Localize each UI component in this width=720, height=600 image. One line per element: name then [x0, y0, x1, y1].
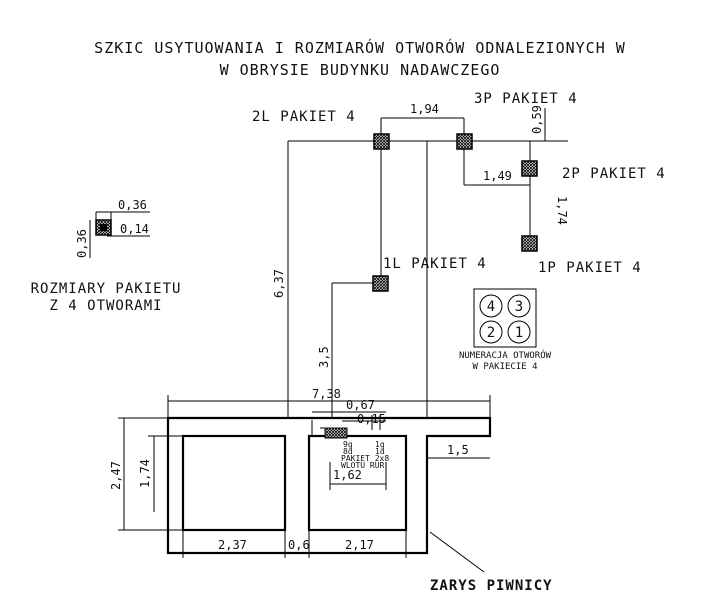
- dim-06: 0,6: [288, 538, 310, 552]
- numbering-label-2: 2: [487, 325, 495, 341]
- dim-149: 1,49: [483, 169, 512, 183]
- numbering-hole-4: [479, 294, 503, 318]
- dim-059: 0,59: [530, 105, 544, 134]
- label-2l-pakiet: 2L PAKIET 4: [252, 109, 356, 125]
- dim-247: 2,47: [109, 461, 123, 490]
- label-3p-pakiet: 3P PAKIET 4: [474, 91, 578, 107]
- zarys-leader-line: [429, 531, 485, 573]
- dim-738: 7,38: [312, 387, 341, 401]
- title-line-2: W OBRYSIE BUDYNKU NADAWCZEGO: [220, 61, 501, 79]
- packet-1l-marker: [372, 275, 389, 292]
- basement-outline: [166, 416, 492, 555]
- inlet-packet-marker: [324, 427, 348, 439]
- inlet-mark-1d: 1d: [375, 447, 385, 456]
- dim-35: 3,5: [317, 346, 331, 368]
- packet-3p-marker: [456, 133, 473, 150]
- numbering-hole-3: [507, 294, 531, 318]
- inlet-mark-8d: 8d: [343, 447, 353, 456]
- label-1l-pakiet: 1L PAKIET 4: [383, 256, 487, 272]
- inlet-mark-1g: 1g: [375, 440, 385, 449]
- dim-174: 1,74: [555, 196, 569, 225]
- left-room: [181, 434, 287, 532]
- legend-dim-inner: 0,14: [120, 222, 149, 236]
- dim-194: 1,94: [410, 102, 439, 116]
- legend-title-line-2: Z 4 OTWORAMI: [49, 298, 162, 314]
- legend-dim-outer: 0,36: [118, 198, 147, 212]
- legend-dim-vert: 0,36: [75, 229, 89, 258]
- zarys-label: ZARYS PIWNICY: [430, 578, 553, 594]
- dim-637: 6,37: [272, 269, 286, 298]
- dim-15: 1,5: [447, 443, 469, 457]
- legend-title-line-1: ROZMIARY PAKIETU: [31, 281, 182, 297]
- numbering-hole-1: [507, 320, 531, 344]
- dim-067: 0,67: [346, 398, 375, 412]
- packet-2l-marker: [373, 133, 390, 150]
- packet-1p-marker: [521, 235, 538, 252]
- numbering-label-3: 3: [515, 299, 523, 315]
- inlet-mark-9g: 9g: [343, 440, 353, 449]
- inlet-label-b: WLOTU RUR: [341, 461, 385, 470]
- label-1p-pakiet: 1P PAKIET 4: [538, 260, 642, 276]
- inlet-label-a: PAKIET 2x8: [341, 454, 389, 463]
- right-room: [307, 434, 408, 532]
- numbering-caption-2: W PAKIECIE 4: [472, 362, 537, 372]
- title-line-1: SZKIC USYTUOWANIA I ROZMIARÓW OTWORÓW OD…: [94, 38, 626, 57]
- numbering-hole-2: [479, 320, 503, 344]
- numbering-label-1: 1: [515, 325, 523, 341]
- dim-237: 2,37: [218, 538, 247, 552]
- dim-174b: 1,74: [138, 459, 152, 488]
- label-2p-pakiet: 2P PAKIET 4: [562, 166, 666, 182]
- dim-162: 1,62: [333, 468, 362, 482]
- dim-217: 2,17: [345, 538, 374, 552]
- numbering-label-4: 4: [487, 299, 495, 315]
- numbering-box: [473, 288, 537, 348]
- packet-2p-marker: [521, 160, 538, 177]
- numbering-caption-1: NUMERACJA OTWORÓW: [459, 349, 552, 361]
